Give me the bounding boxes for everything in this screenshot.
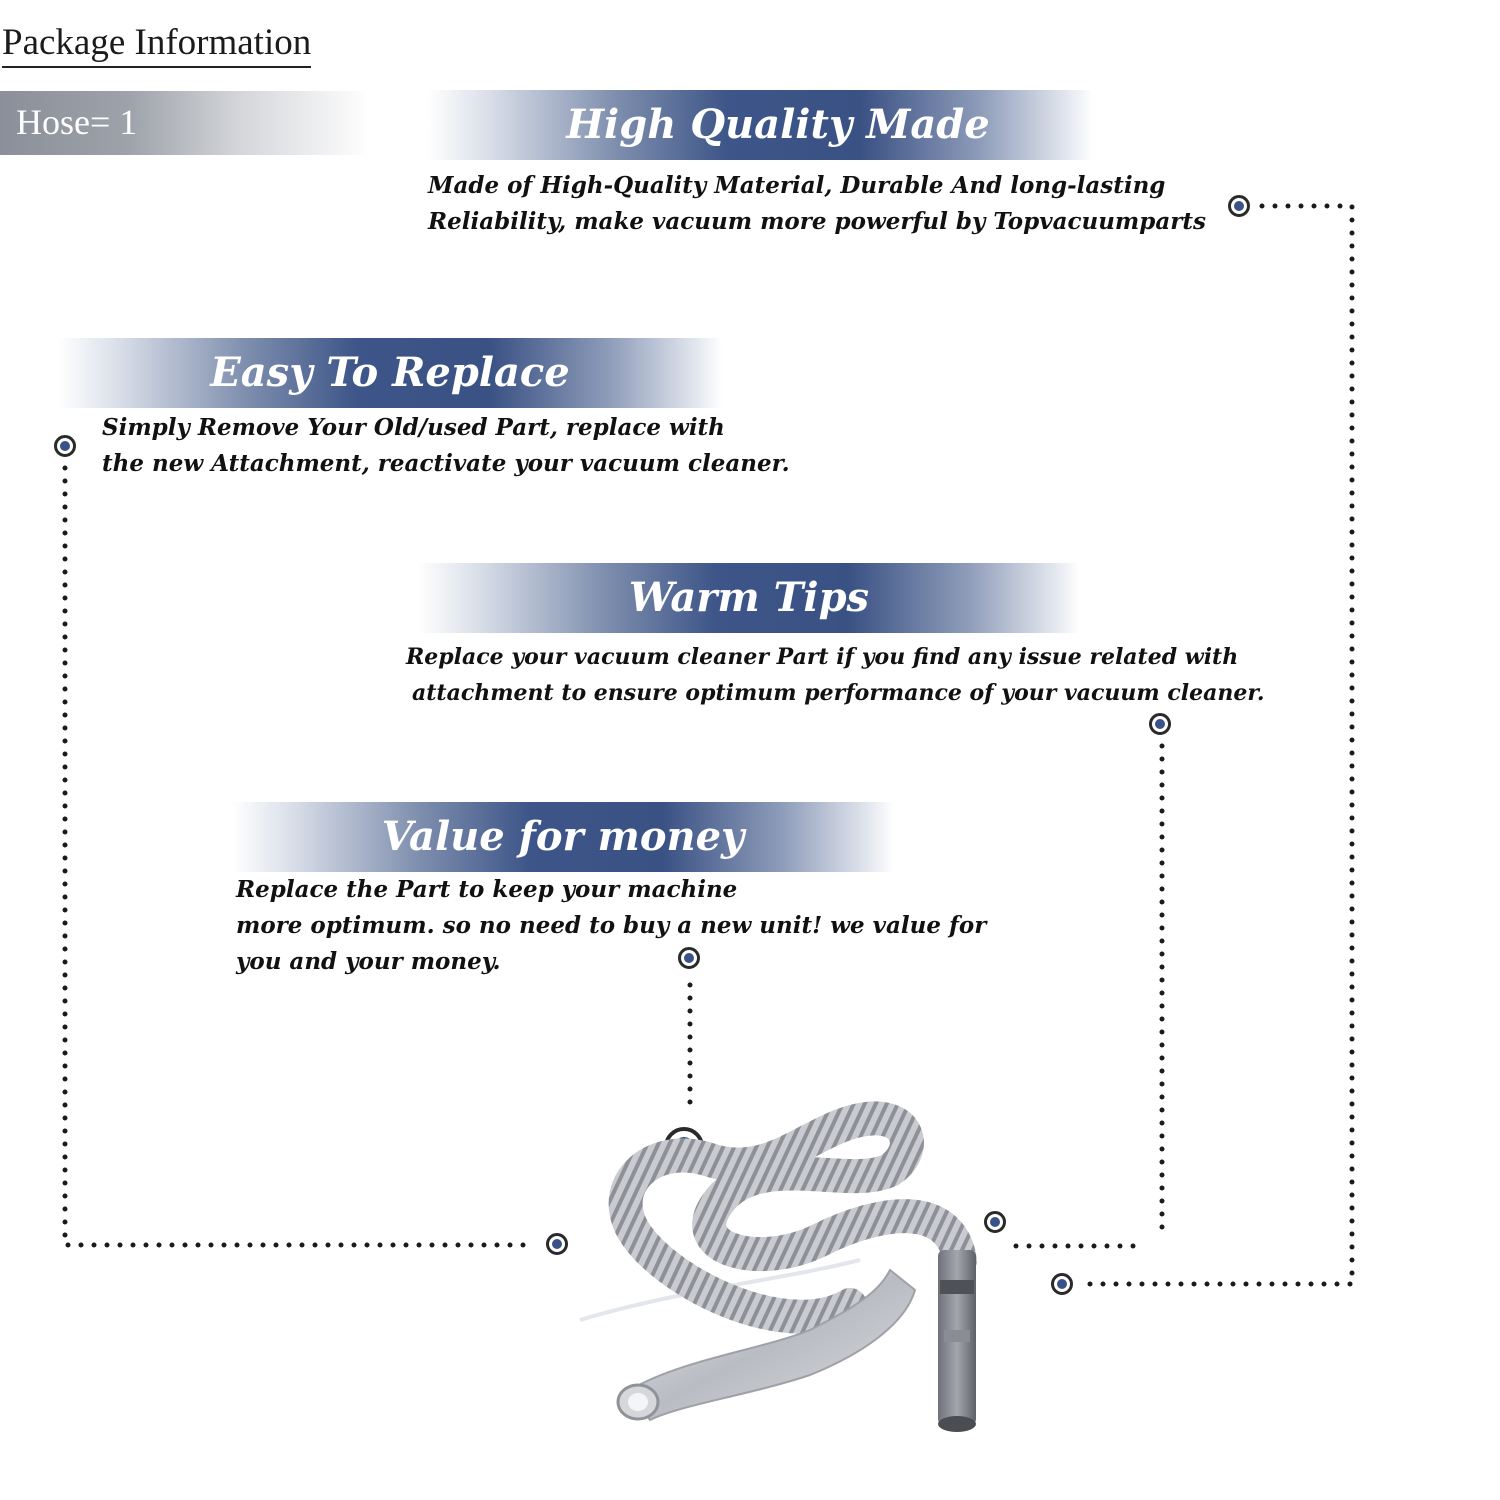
feature-desc-line: Replace the Part to keep your machine bbox=[236, 876, 738, 903]
hose-count-label: Hose= 1 bbox=[16, 102, 138, 142]
callout-marker-icon bbox=[1228, 195, 1250, 217]
feature-desc-line: Made of High-Quality Material, Durable A… bbox=[428, 172, 1166, 199]
feature-banner-easy-replace bbox=[58, 338, 722, 408]
callout-marker-icon bbox=[678, 947, 700, 969]
callout-marker-icon bbox=[54, 435, 76, 457]
feature-desc-line: Reliability, make vacuum more powerful b… bbox=[428, 208, 1206, 235]
feature-title-high-quality: High Quality Made bbox=[566, 101, 990, 148]
hose-count-band bbox=[0, 91, 370, 155]
package-information-heading: Package Information bbox=[2, 22, 312, 68]
feature-desc-easy-replace: Simply Remove Your Old/used Part, replac… bbox=[102, 410, 790, 482]
feature-desc-high-quality: Made of High-Quality Material, Durable A… bbox=[428, 168, 1206, 240]
feature-desc-line: you and your money. bbox=[236, 948, 501, 975]
feature-desc-warm-tips: Replace your vacuum cleaner Part if you … bbox=[406, 639, 1265, 711]
feature-desc-line: more optimum. so no need to buy a new un… bbox=[236, 912, 987, 939]
callout-marker-icon bbox=[1051, 1273, 1073, 1295]
feature-desc-line: the new Attachment, reactivate your vacu… bbox=[102, 450, 790, 477]
vacuum-hose-illustration bbox=[579, 1101, 977, 1432]
feature-banner-value bbox=[232, 802, 894, 872]
feature-title-value: Value for money bbox=[381, 813, 745, 860]
callout-marker-icon bbox=[1149, 713, 1171, 735]
feature-desc-line: Simply Remove Your Old/used Part, replac… bbox=[102, 414, 725, 441]
feature-desc-value: Replace the Part to keep your machine mo… bbox=[236, 872, 986, 980]
feature-desc-line: Replace your vacuum cleaner Part if you … bbox=[406, 644, 1239, 670]
feature-desc-line: attachment to ensure optimum performance… bbox=[412, 680, 1265, 706]
feature-title-warm-tips: Warm Tips bbox=[628, 574, 870, 621]
feature-title-easy-replace: Easy To Replace bbox=[210, 349, 570, 396]
callout-marker-icon bbox=[984, 1211, 1006, 1233]
callout-line-easy-replace bbox=[62, 465, 538, 1248]
feature-banner-high-quality bbox=[428, 90, 1093, 160]
callout-marker-icon bbox=[546, 1233, 568, 1255]
feature-banner-warm-tips bbox=[418, 563, 1080, 633]
callout-line-high-quality bbox=[1082, 203, 1355, 1287]
